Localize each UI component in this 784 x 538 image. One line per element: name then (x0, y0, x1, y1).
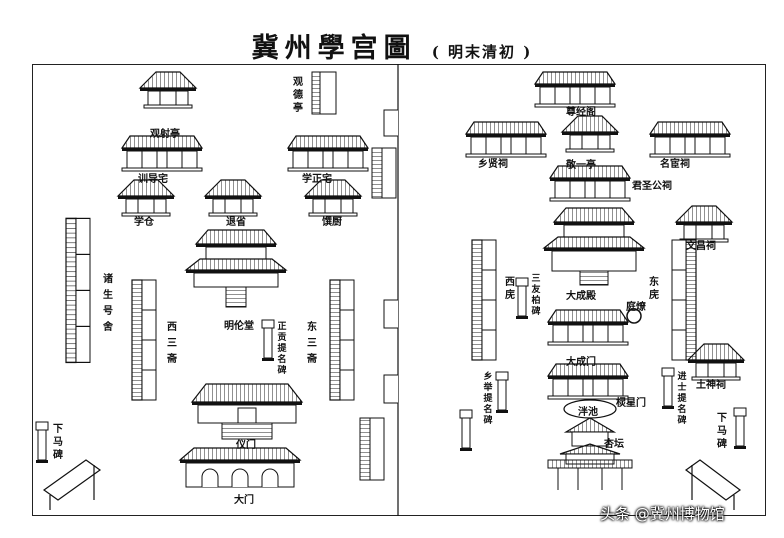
stele-misc (459, 409, 473, 452)
label-xuezheng: 学正宅 (302, 174, 332, 185)
label-dongwu: 东庑 (649, 277, 659, 301)
xisanzhai-hall (131, 279, 157, 401)
label-xiangxian: 乡贤祠 (478, 159, 508, 170)
minglun-hall (184, 229, 288, 308)
label-xiwu: 西庑 (505, 277, 515, 301)
label-jingyi: 敬一亭 (566, 160, 596, 171)
label-xiamabei-right: 下马碑 (717, 413, 727, 450)
watermark: 头条 @冀州博物馆 (600, 505, 725, 523)
label-damen: 大门 (234, 495, 254, 506)
divider-notches (383, 109, 398, 404)
label-xiangju: 乡举提名碑 (483, 372, 493, 426)
side-wing-left-lower (359, 417, 385, 481)
label-yimen: 仪门 (236, 440, 256, 451)
guanshe-pavilion (139, 71, 197, 109)
main-title: 冀州學宫圖 (251, 33, 417, 64)
paifang-left (42, 459, 102, 510)
label-dachengmen: 大成门 (566, 357, 596, 368)
paifang-right (684, 459, 742, 510)
xiamabei-right-stele (733, 407, 747, 450)
subtitle: ( 明末清初 ) (431, 43, 533, 61)
xuezheng-hall (287, 135, 369, 172)
guande-pavilion (311, 71, 337, 115)
xiangxian-hall (465, 121, 547, 158)
label-zhenggong: 正贡提名碑 (277, 322, 287, 376)
label-tushen: 土神祠 (696, 380, 726, 391)
paifang-bottom (547, 459, 633, 490)
small-halls (117, 179, 362, 217)
label-zhuanchu: 馔厨 (322, 217, 342, 228)
xiangju-stele (495, 371, 509, 414)
label-xundao: 训导宅 (138, 174, 168, 185)
label-xingtan: 杏坛 (604, 439, 624, 450)
label-minghuan: 名宦祠 (660, 159, 690, 170)
jingyi-pavilion (561, 115, 619, 153)
label-guande: 观德亭 (293, 77, 303, 114)
zhusheng-hall (65, 217, 91, 364)
dacheng-hall (542, 207, 646, 286)
xiwu-hall (471, 239, 497, 361)
label-guanshe: 观射亭 (150, 129, 180, 140)
label-dacheng: 大成殿 (566, 291, 596, 302)
dongwu-hall (671, 239, 697, 361)
label-jinshi: 进士提名碑 (677, 372, 687, 426)
xiamabei-left-stele (35, 421, 49, 464)
map-frame (32, 64, 766, 516)
dongsanzhai-hall (329, 279, 355, 401)
label-junsheng: 君圣公祠 (632, 181, 672, 192)
dachengmen-hall (547, 309, 629, 346)
label-tingliao: 庭燎 (626, 302, 646, 313)
side-wing-right (371, 147, 397, 199)
page-title: 冀州學宫圖 ( 明末清初 ) (0, 26, 784, 65)
label-sanyoubai: 三友柏碑 (531, 274, 541, 317)
sanyoubai-stele (515, 277, 529, 320)
label-xuecang: 学仓 (134, 217, 154, 228)
xundao-hall (121, 135, 203, 172)
label-zhusheng: 诸生号舍 (103, 274, 113, 333)
label-panchi: 泮池 (578, 407, 598, 418)
label-tuisheng: 退省 (226, 217, 246, 228)
label-wenchang: 文昌祠 (686, 241, 716, 252)
label-zunjing: 尊经阁 (566, 107, 596, 118)
zhenggong-stele (261, 319, 275, 362)
jinshi-stele (661, 367, 675, 410)
label-dongsanzhai: 东三斋 (307, 322, 317, 365)
label-xisanzhai: 西三斋 (167, 322, 177, 365)
tingliao-brazier (626, 308, 642, 324)
label-minglun: 明伦堂 (224, 321, 254, 332)
damen-gate (178, 447, 302, 488)
label-xiamabei-left: 下马碑 (53, 424, 63, 461)
label-lingxing: 棂星门 (616, 398, 646, 409)
minghuan-hall (649, 121, 731, 158)
xingtan-pavilion (559, 417, 621, 465)
zunjing-hall (534, 71, 616, 108)
yimen-gate (190, 383, 304, 440)
junsheng-hall (549, 165, 631, 202)
